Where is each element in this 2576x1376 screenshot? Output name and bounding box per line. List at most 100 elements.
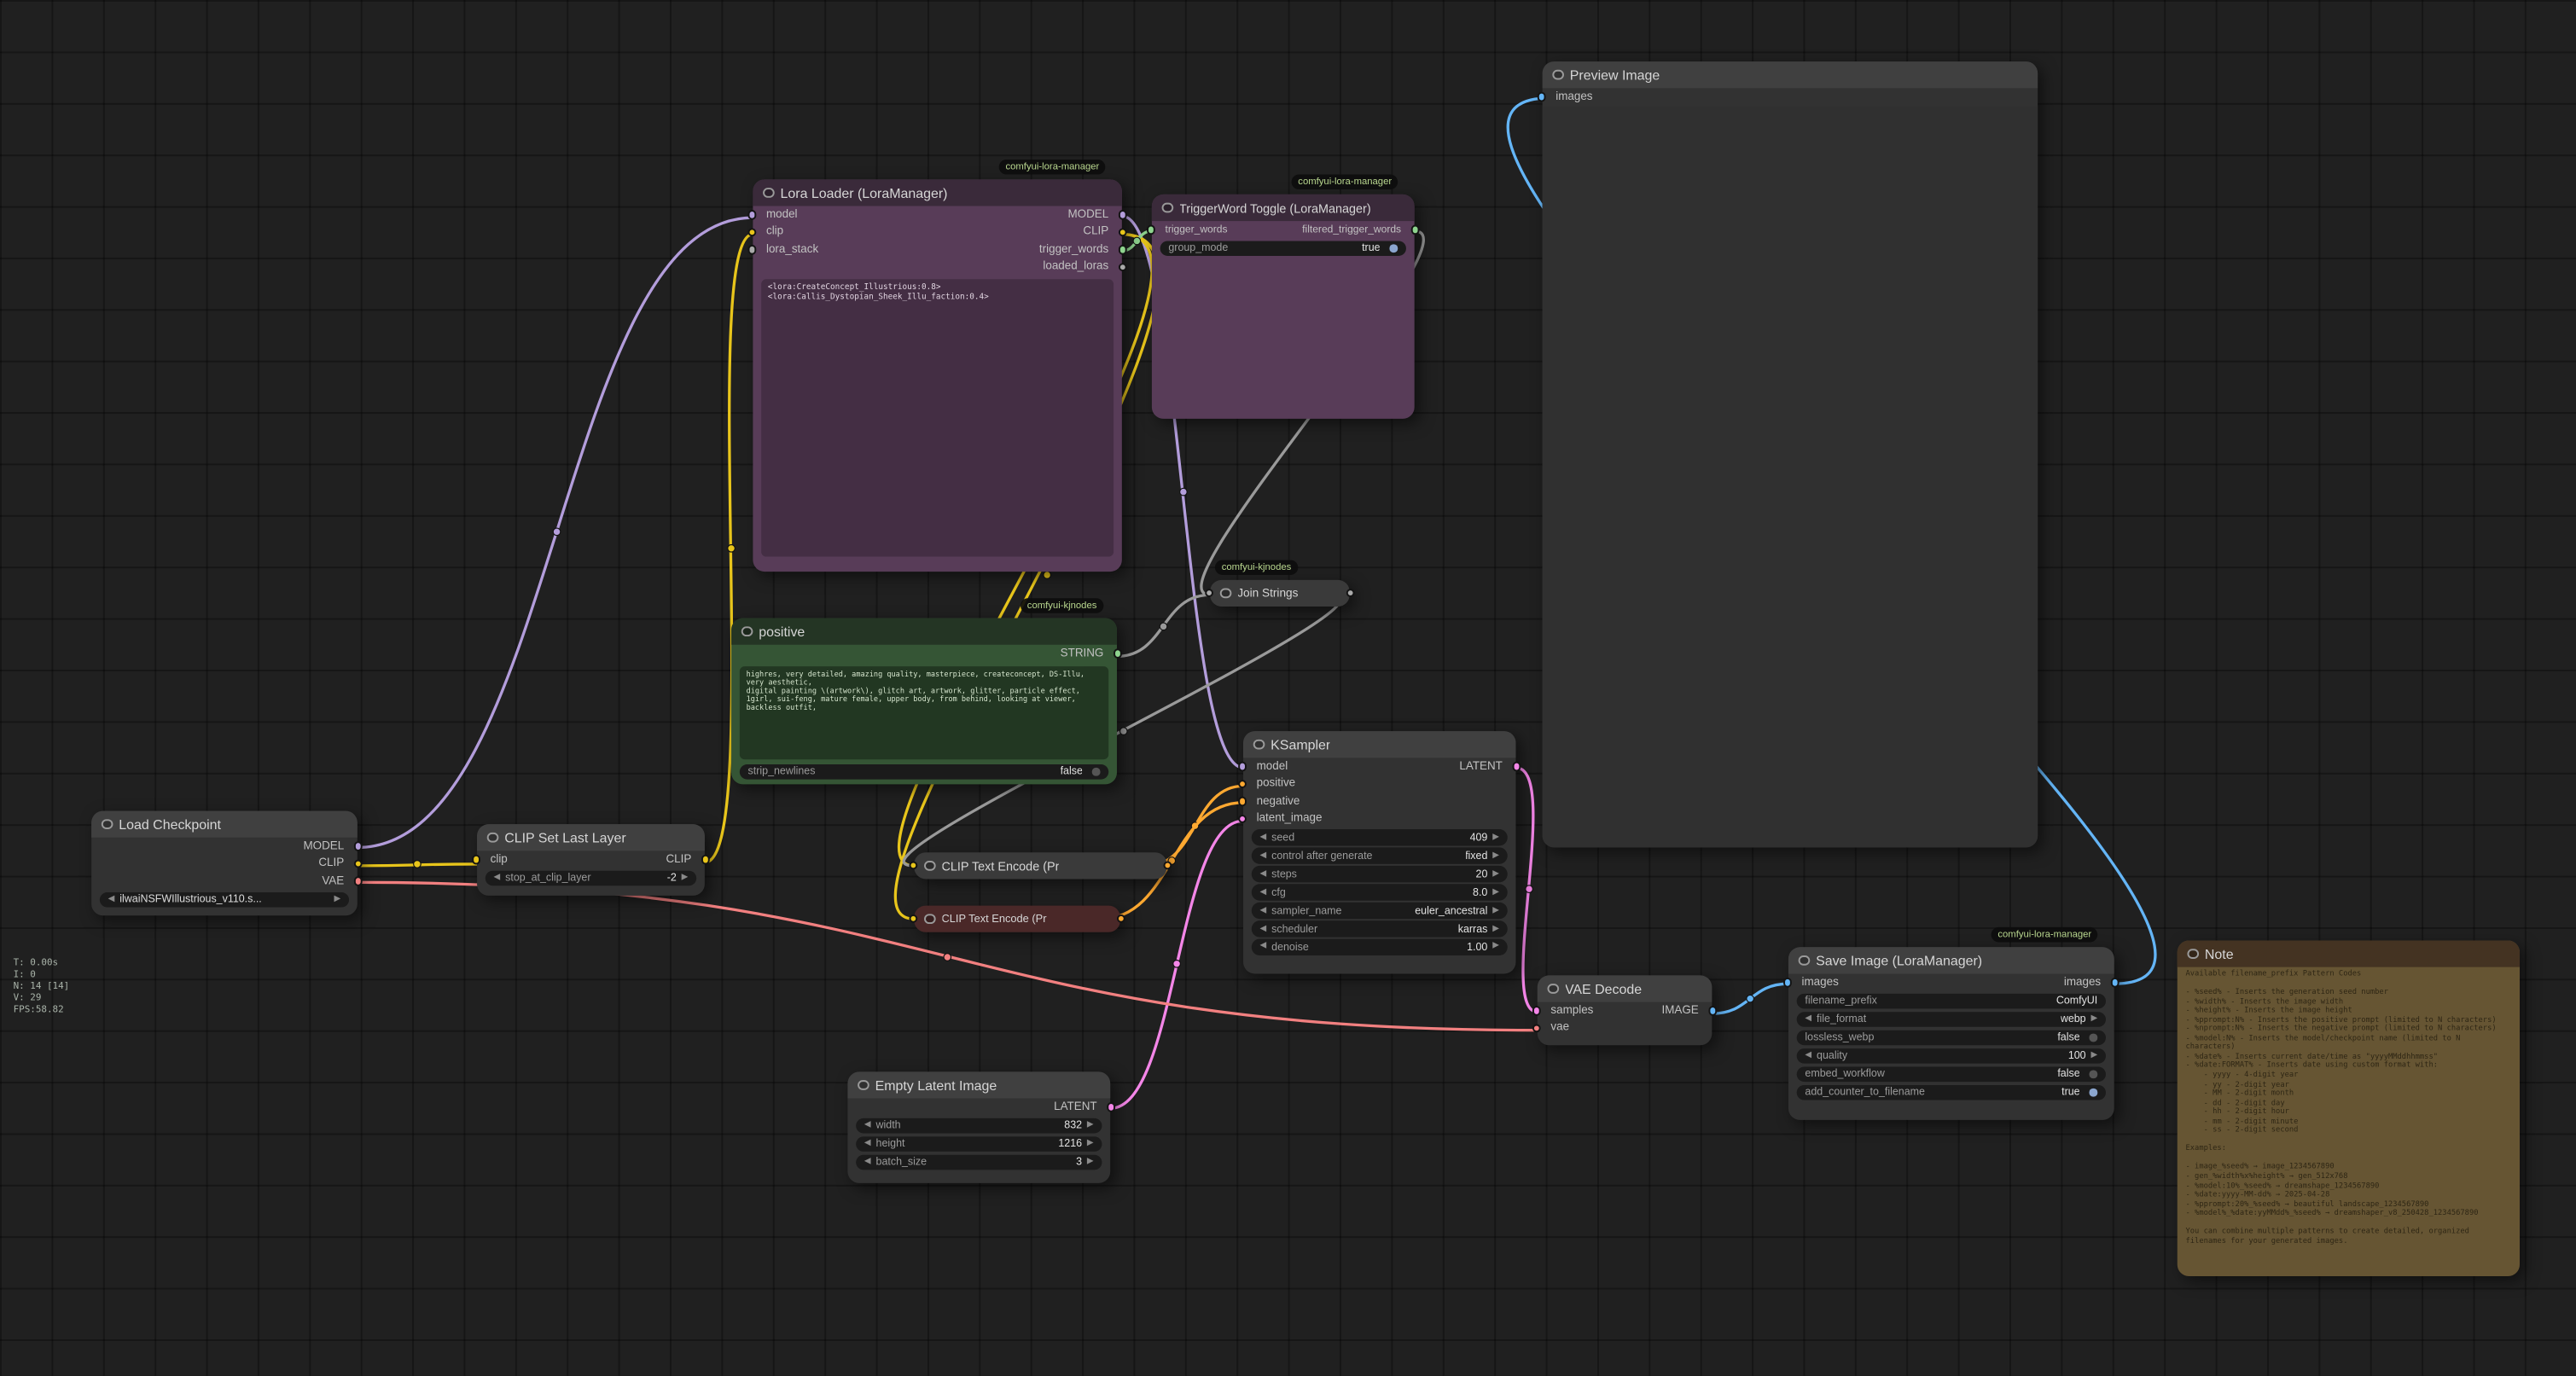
node-status-dot[interactable] [1219, 588, 1231, 599]
clip-input-port[interactable] [747, 227, 758, 237]
collapsed-input-port[interactable] [909, 914, 919, 924]
images-input-port[interactable] [1537, 92, 1547, 102]
increment-arrow[interactable]: ▶ [1492, 832, 1500, 842]
note-textarea[interactable]: Available filename_prefix Pattern Codes … [2185, 970, 2497, 1246]
increment-arrow[interactable]: ▶ [1492, 850, 1500, 861]
batch-size-widget[interactable]: ◀ batch_size 3 ▶ [856, 1154, 1102, 1171]
ckpt-name-combo[interactable]: ◀ ilwaiNSFWIllustrious_v110.s... ▶ [99, 891, 350, 909]
node-status-dot[interactable] [858, 1079, 869, 1091]
node-vae-decode[interactable]: VAE Decode samples IMAGE vae [1532, 975, 1718, 1046]
node-header[interactable]: CLIP Set Last Layer [477, 824, 705, 851]
increment-arrow[interactable]: ▶ [2090, 1050, 2098, 1060]
decrement-arrow[interactable]: ◀ [864, 1120, 871, 1130]
node-status-dot[interactable] [763, 187, 774, 199]
node-positive-prompt[interactable]: positive STRING highres, very detailed, … [731, 618, 1122, 785]
node-status-dot[interactable] [1253, 739, 1265, 750]
node-header[interactable]: Empty Latent Image [847, 1071, 1111, 1099]
increment-arrow[interactable]: ▶ [681, 872, 689, 883]
negative-input-port[interactable] [1238, 797, 1247, 806]
node-status-dot[interactable] [924, 913, 935, 925]
collapsed-output-port[interactable] [1346, 589, 1355, 598]
clip-input-port[interactable] [472, 855, 481, 864]
collapsed-input-port[interactable] [909, 861, 919, 871]
node-header[interactable]: KSampler [1243, 731, 1516, 758]
trigger-words-output-port[interactable] [1118, 245, 1127, 254]
group-mode-toggle[interactable]: group_mode true [1160, 241, 1406, 257]
quality-widget[interactable]: ◀ quality 100 ▶ [1796, 1048, 2106, 1065]
scheduler-widget[interactable]: ◀ scheduler karras ▶ [1251, 920, 1508, 938]
clip-output-port[interactable] [1118, 227, 1127, 237]
collapsed-output-port[interactable] [1116, 914, 1125, 924]
node-clip-set-last-layer[interactable]: CLIP Set Last Layer clip CLIP ◀ stop_at_… [472, 824, 710, 896]
filtered-trigger-words-output-port[interactable] [1410, 225, 1420, 235]
toggle-dot[interactable] [2090, 1089, 2098, 1097]
node-header[interactable]: Load Checkpoint [91, 810, 358, 838]
node-status-dot[interactable] [486, 832, 498, 844]
lora-syntax-textarea[interactable]: <lora:CreateConcept_Illustrious:0.8> <lo… [761, 279, 1114, 557]
node-status-dot[interactable] [1547, 983, 1559, 995]
trigger-words-input-port[interactable] [1147, 225, 1156, 235]
node-header[interactable]: positive [731, 618, 1117, 645]
clip-output-port[interactable] [353, 859, 363, 868]
decrement-arrow[interactable]: ◀ [1259, 886, 1267, 897]
decrement-arrow[interactable]: ◀ [1259, 868, 1267, 879]
lora-stack-input-port[interactable] [747, 245, 758, 254]
node-clip-text-encode-negative[interactable]: CLIP Text Encode (Pr [909, 905, 1125, 932]
seed-widget[interactable]: ◀ seed 409 ▶ [1251, 829, 1508, 846]
lossless-webp-toggle[interactable]: lossless_webp false [1796, 1030, 2106, 1047]
toggle-dot[interactable] [2090, 1034, 2098, 1042]
node-status-dot[interactable] [924, 860, 935, 872]
loaded-loras-output-port[interactable] [1118, 262, 1127, 272]
decrement-arrow[interactable]: ◀ [1259, 923, 1267, 933]
decrement-arrow[interactable]: ◀ [864, 1138, 871, 1149]
node-header[interactable]: VAE Decode [1537, 975, 1712, 1002]
images-output-port[interactable] [2110, 978, 2120, 987]
toggle-dot[interactable] [1390, 245, 1398, 253]
latent-output-port[interactable] [1106, 1102, 1116, 1112]
node-header[interactable]: Lora Loader (LoraManager) [753, 179, 1122, 206]
vae-output-port[interactable] [353, 876, 363, 886]
image-output-port[interactable] [1707, 1006, 1718, 1016]
decrement-arrow[interactable]: ◀ [1805, 1013, 1812, 1025]
latent-image-input-port[interactable] [1238, 814, 1247, 824]
collapsed-output-port[interactable] [1162, 861, 1172, 871]
steps-widget[interactable]: ◀ steps 20 ▶ [1251, 866, 1508, 883]
decrement-arrow[interactable]: ◀ [864, 1156, 871, 1167]
increment-arrow[interactable]: ▶ [1492, 923, 1500, 933]
height-widget[interactable]: ◀ height 1216 ▶ [856, 1136, 1102, 1152]
positive-input-port[interactable] [1238, 779, 1247, 789]
width-widget[interactable]: ◀ width 832 ▶ [856, 1118, 1102, 1135]
increment-arrow[interactable]: ▶ [1492, 941, 1500, 952]
vae-input-port[interactable] [1532, 1024, 1542, 1033]
node-preview-image[interactable]: Preview Image images [1537, 61, 2038, 848]
control-after-generate-widget[interactable]: ◀ control after generate fixed ▶ [1251, 848, 1508, 864]
samples-input-port[interactable] [1532, 1006, 1542, 1016]
prompt-textarea[interactable]: highres, very detailed, amazing quality,… [739, 665, 1109, 759]
file-format-widget[interactable]: ◀ file_format webp ▶ [1796, 1012, 2106, 1028]
node-note[interactable]: Note Available filename_prefix Pattern C… [2177, 940, 2521, 1276]
node-header[interactable]: Note [2177, 940, 2521, 967]
collapsed-input-port[interactable] [1205, 589, 1214, 598]
decrement-arrow[interactable]: ◀ [108, 894, 115, 904]
increment-arrow[interactable]: ▶ [1492, 868, 1500, 879]
denoise-widget[interactable]: ◀ denoise 1.00 ▶ [1251, 939, 1508, 955]
node-header[interactable]: TriggerWord Toggle (LoraManager) [1151, 194, 1415, 222]
decrement-arrow[interactable]: ◀ [493, 872, 501, 883]
node-clip-text-encode-positive[interactable]: CLIP Text Encode (Pr [909, 852, 1172, 880]
node-lora-loader[interactable]: Lora Loader (LoraManager) model MODEL cl… [747, 179, 1127, 572]
model-input-port[interactable] [1238, 762, 1247, 771]
string-output-port[interactable] [1113, 648, 1122, 659]
node-ksampler[interactable]: KSampler model LATENT positive negative … [1238, 731, 1521, 974]
toggle-dot[interactable] [1092, 768, 1101, 776]
decrement-arrow[interactable]: ◀ [1805, 1050, 1812, 1060]
node-status-dot[interactable] [741, 625, 753, 637]
node-empty-latent-image[interactable]: Empty Latent Image LATENT ◀ width 832 ▶ … [847, 1071, 1116, 1183]
decrement-arrow[interactable]: ◀ [1259, 904, 1267, 915]
increment-arrow[interactable]: ▶ [1492, 904, 1500, 915]
embed-workflow-toggle[interactable]: embed_workflow false [1796, 1066, 2106, 1083]
node-header[interactable]: Save Image (LoraManager) [1788, 947, 2114, 974]
increment-arrow[interactable]: ▶ [1086, 1120, 1094, 1130]
node-header[interactable]: Preview Image [1542, 61, 2038, 89]
model-output-port[interactable] [1118, 210, 1127, 220]
